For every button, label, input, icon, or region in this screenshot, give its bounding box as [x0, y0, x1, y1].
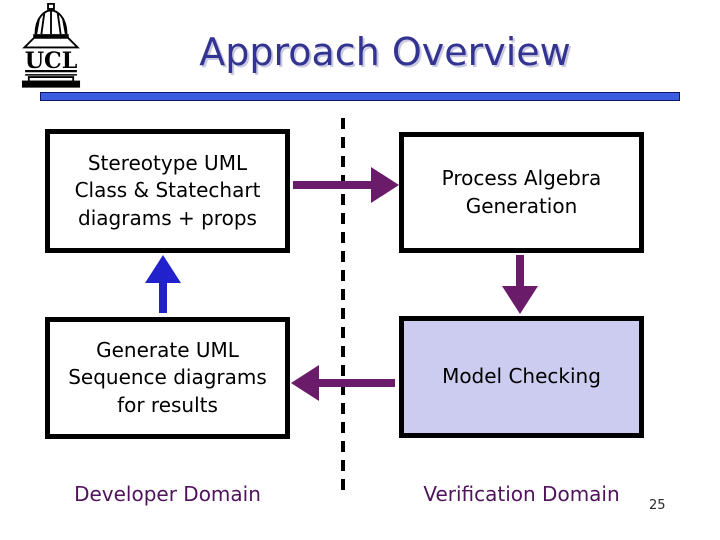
ucl-logo: UCL	[14, 2, 88, 89]
arrow-model-to-generate	[291, 365, 395, 401]
box-model-checking: Model Checking	[399, 316, 644, 438]
label-developer-domain: Developer Domain	[74, 482, 261, 506]
box-stereotype-uml: Stereotype UML Class & Statechart diagra…	[45, 129, 290, 253]
box-generate-sequence: Generate UML Sequence diagrams for resul…	[45, 317, 290, 439]
arrow-generate-to-stereotype	[145, 255, 181, 313]
title-underline-bar	[40, 92, 680, 101]
arrow-process-to-model	[502, 255, 538, 314]
arrow-stereotype-to-process	[293, 167, 399, 203]
box-process-algebra: Process Algebra Generation	[399, 132, 644, 253]
ucl-logo-text: UCL	[25, 48, 78, 74]
slide-title: Approach Overview	[199, 30, 571, 74]
label-verification-domain: Verification Domain	[423, 482, 620, 506]
page-number: 25	[649, 498, 666, 513]
ucl-portico-icon: UCL	[21, 2, 81, 88]
